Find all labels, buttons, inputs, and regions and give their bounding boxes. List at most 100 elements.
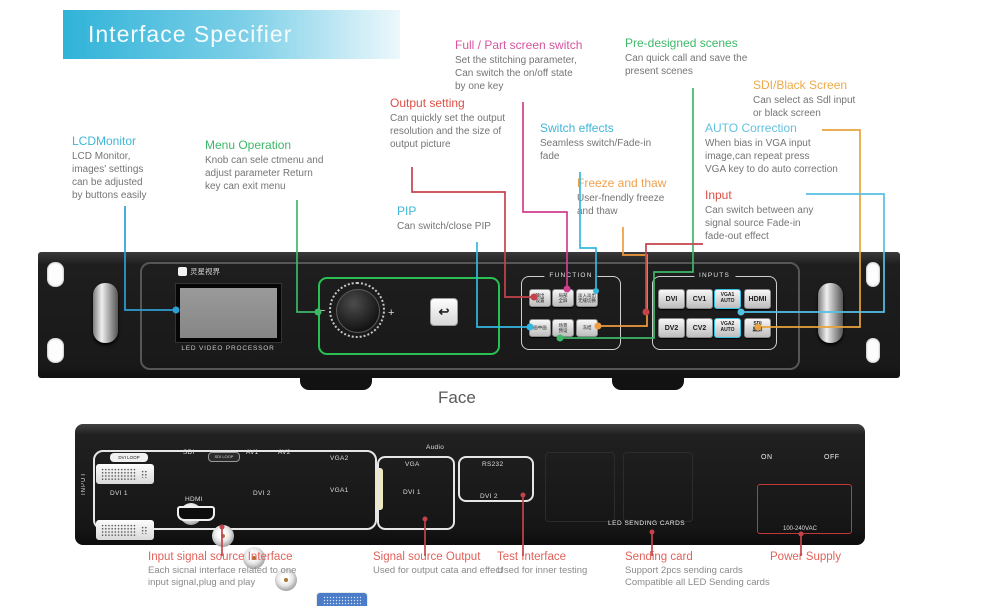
device-label: LED VIDEO PROCESSOR — [181, 345, 275, 352]
chassis-foot — [612, 377, 684, 390]
callout-body: Seamless switch/Fade-in fade — [540, 138, 652, 162]
led-sending-cards-label: LED SENDING CARDS — [608, 520, 686, 527]
callout-body: Used for inner testing — [497, 565, 588, 576]
callout-heading: Full / Part screen switch — [455, 38, 583, 52]
callout-output-setting: Output setting Can quickly set the outpu… — [390, 96, 530, 151]
dvi2-label: DVI 2 — [253, 490, 271, 497]
input-group-label: INPUT — [81, 472, 87, 495]
handle-right — [818, 283, 843, 343]
knob-dial-scale — [329, 282, 385, 338]
callout-signal-source-output: Signal source Output Used for output cat… — [373, 551, 533, 577]
button-freeze[interactable]: 冻结 — [576, 319, 598, 337]
dvi-loop-label: DVI LOOP — [110, 453, 148, 462]
callout-power-supply: Power Supply — [770, 551, 870, 563]
brand-logo: 灵星视界 — [178, 266, 220, 277]
function-group: FUNCTION 输出 设置 局部 全屏 淡入淡出 无缝切换 画中画 场景 预设… — [521, 272, 621, 350]
menu-knob[interactable] — [336, 289, 380, 333]
callout-heading: Menu Operation — [205, 138, 292, 152]
button-scene-preset[interactable]: 场景 预设 — [552, 319, 574, 337]
callout-heading: Output setting — [390, 96, 465, 110]
rack-hole — [866, 262, 880, 287]
callout-heading: Sending card — [625, 551, 693, 563]
brand-logo-text: 灵星视界 — [190, 267, 220, 276]
return-button[interactable]: ↩ — [430, 298, 458, 326]
callout-heading: Test Interface — [497, 551, 567, 563]
rs232-label: RS232 — [482, 461, 504, 468]
callout-input-signal-interface: Input signal source Interface Each sicna… — [148, 551, 348, 590]
callout-body: When bias in VGA input image,can repeat … — [705, 138, 838, 175]
sdi-loop-bnc-port — [212, 525, 234, 547]
sdi-label: SDI — [183, 449, 195, 456]
callout-body: Can switch/close PIP — [397, 221, 491, 232]
callout-heading: Signal source Output — [373, 551, 481, 563]
voltage-label: 100-240VAC — [783, 526, 817, 532]
test-ports-group — [458, 456, 534, 502]
sticker — [376, 468, 383, 510]
dvi1-label: DVI 1 — [110, 490, 128, 497]
av2-bnc-port — [275, 569, 297, 591]
knob-minus-label: − — [319, 305, 326, 317]
button-hdmi[interactable]: HDMI — [744, 289, 771, 309]
button-dv2[interactable]: DV2 — [658, 318, 685, 338]
button-cv1[interactable]: CV1 — [686, 289, 713, 309]
callout-sending-card: Sending card Support 2pcs sending cards … — [625, 551, 805, 590]
vga2-port — [316, 592, 368, 606]
callout-heading: Power Supply — [770, 551, 841, 563]
callout-heading: SDI/Black Screen — [753, 78, 848, 92]
lcd-monitor — [175, 283, 282, 343]
button-switch-effect[interactable]: 淡入淡出 无缝切换 — [576, 289, 598, 307]
callout-body: Each sicnal interface related to one inp… — [148, 565, 297, 589]
callout-body: Can select as Sdl input or black screen — [753, 95, 856, 119]
rack-hole — [47, 338, 64, 363]
callout-heading: Pre-designed scenes — [625, 36, 738, 50]
output-ports-group — [377, 456, 455, 530]
function-group-label: FUNCTION — [544, 272, 598, 279]
callout-pip: PIP Can switch/close PIP — [397, 204, 527, 233]
brand-logo-icon — [178, 267, 187, 276]
power-supply-highlight — [757, 484, 852, 534]
callout-lcd-monitor: LCDMonitor LCD Monitor, images' settings… — [72, 134, 182, 202]
callout-full-part-screen: Full / Part screen switch Set the stitch… — [455, 38, 635, 93]
callout-heading: AUTO Correction — [705, 121, 797, 135]
button-vga2-auto[interactable]: VGA2 AUTO — [714, 318, 741, 338]
callout-heading: Input signal source Interface — [148, 551, 293, 563]
hdmi-port — [177, 506, 215, 521]
button-dvi[interactable]: DVI — [658, 289, 685, 309]
callout-sdi-black-screen: SDI/Black Screen Can select as Sdl input… — [753, 78, 883, 120]
callout-body: LCD Monitor, images' settings can be adj… — [72, 151, 147, 201]
callout-heading: Switch effects — [540, 121, 614, 135]
callout-body: Support 2pcs sending cards Compatible al… — [625, 565, 770, 589]
button-output-setting[interactable]: 输出 设置 — [529, 289, 551, 307]
callout-test-interface: Test Interface Used for inner testing — [497, 551, 617, 577]
lcd-screen — [180, 288, 277, 338]
callout-body: Set the stitching parameter, Can switch … — [455, 55, 577, 92]
callout-input: Input Can switch between any signal sour… — [705, 188, 845, 243]
callout-pre-designed-scenes: Pre-designed scenes Can quick call and s… — [625, 36, 775, 78]
rack-hole — [866, 338, 880, 363]
button-full-part-screen[interactable]: 局部 全屏 — [552, 289, 574, 307]
callout-switch-effects: Switch effects Seamless switch/Fade-in f… — [540, 121, 670, 163]
out-dvi1-label: DVI 1 — [403, 489, 421, 496]
chassis-foot — [300, 377, 372, 390]
sending-card-slot — [545, 452, 615, 522]
button-cv2[interactable]: CV2 — [686, 318, 713, 338]
dvi-loop-port — [96, 464, 154, 484]
callout-body: Can switch between any signal source Fad… — [705, 205, 814, 242]
hdmi-label: HDMI — [185, 496, 203, 503]
return-icon: ↩ — [438, 304, 450, 319]
sdi-loop-label: SDI LOOP — [208, 452, 240, 462]
callout-body: Used for output cata and effect — [373, 565, 503, 576]
out-dvi2-label: DVI 2 — [480, 493, 498, 500]
knob-plus-label: + — [388, 307, 395, 319]
power-on-label: ON — [761, 454, 773, 461]
handle-left — [93, 283, 118, 343]
back-panel: INPUT DVI LOOP DVI 1 SDI SDI LOOP AV1 AV… — [75, 424, 865, 606]
callout-body: Knob can sele ctmenu and adjust paramete… — [205, 155, 324, 192]
button-vga1-auto[interactable]: VGA1 AUTO — [714, 289, 741, 309]
rack-hole — [47, 262, 64, 287]
callout-menu-operation: Menu Operation Knob can sele ctmenu and … — [205, 138, 355, 193]
button-sdi-blackscreen[interactable]: SDI 黑屏 — [744, 318, 771, 338]
callout-heading: Input — [705, 188, 732, 202]
button-pip[interactable]: 画中画 — [529, 319, 551, 337]
